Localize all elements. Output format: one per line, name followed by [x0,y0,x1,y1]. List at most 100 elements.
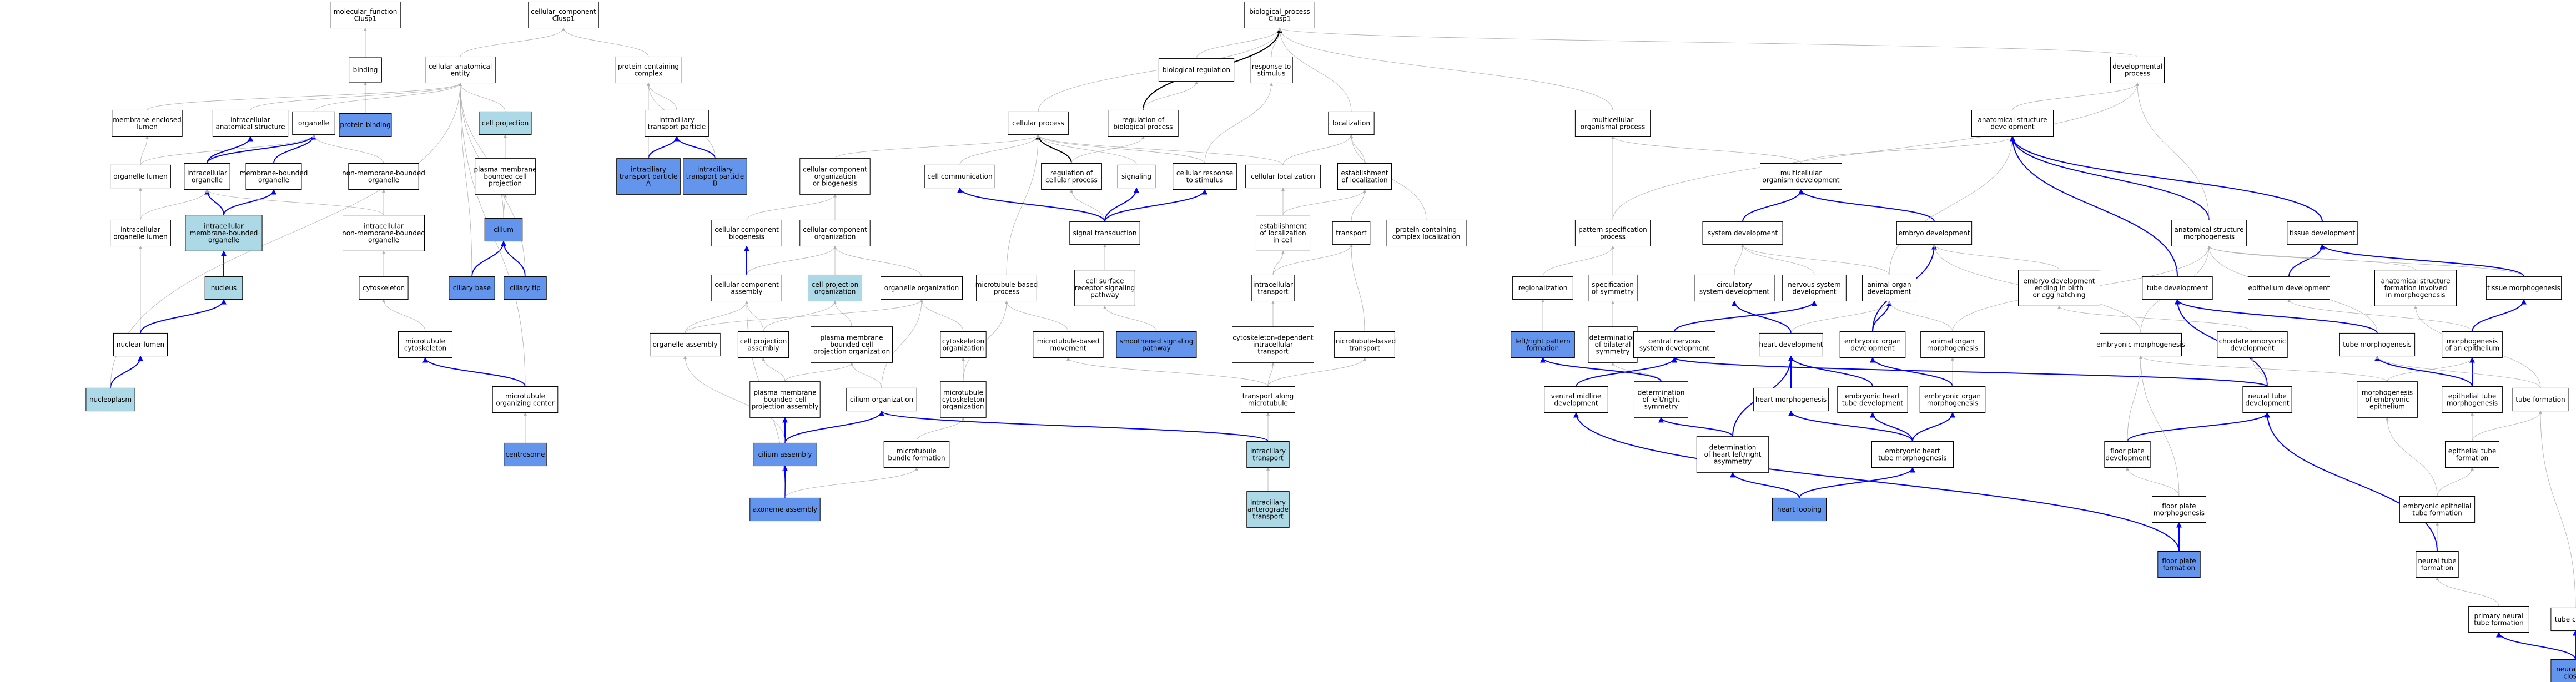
is-a-edge-highlight [207,135,253,164]
term-node-org-assembly: organelle assembly [650,332,721,357]
term-label-line: ciliary base [453,284,491,292]
term-label-line: microtubule [405,337,445,345]
term-label-line: embryo development [2023,277,2095,285]
term-box [449,276,495,300]
is-a-edge [1350,244,1365,332]
term-label-line: or biogenesis [813,180,857,188]
term-label-line: transport [1252,454,1284,462]
term-box [1033,331,1104,358]
term-label-line: cellular process [1045,176,1098,184]
term-label-line: intracellular [230,116,270,124]
term-box [1837,386,1908,413]
term-box [1759,332,1823,357]
term-label-line: anatomical structure [2175,226,2244,234]
term-node-tube-dev: tube development [2142,276,2213,300]
term-node-emb-morph: embryonic morphogenesis [2096,332,2185,357]
term-label-line: floor plate [2110,447,2144,455]
term-label-line: organelle [208,236,239,244]
is-a-edge [2139,355,2388,382]
term-label-line: transport particle [686,173,744,180]
term-box [112,109,183,137]
term-box [2442,331,2503,358]
term-label-line: closure [2563,672,2576,680]
term-label-line: neural tube [2556,665,2576,673]
term-box [683,158,747,195]
term-label-line: intracellular [204,223,244,230]
is-a-edge [1103,305,1157,332]
term-label-line: stimulus [1257,69,1286,77]
term-box [1337,163,1392,190]
is-a-edge [1204,82,1273,164]
is-a-edge [959,134,1040,165]
term-label-line: pathway [1090,291,1119,299]
term-box [2357,381,2418,418]
term-label-line: development [2230,344,2274,352]
term-label-line: morphogenesis [1927,399,1978,407]
term-label-line: intracellular [120,226,160,234]
term-box [1753,387,1829,412]
term-box [1896,221,1973,245]
term-label-line: multicellular [1780,169,1822,177]
term-box [1574,109,1651,137]
is-a-edge-highlight [1104,189,1208,222]
term-node-heart-dev: heart development [1759,332,1823,357]
term-box [799,158,871,195]
term-node-embryo-dev: embryo development [1896,221,1973,245]
term-box [349,57,382,83]
term-box [339,113,392,137]
term-label-line: microtubule-based [975,281,1038,289]
term-box [1702,221,1783,245]
term-label-line: organelle [258,176,289,184]
term-label-line: heart morphogenesis [1755,396,1827,403]
term-label-line: asymmetry [1714,458,1752,466]
term-node-signal-trans: signal transduction [1069,221,1140,245]
term-label-line: primary neural [2474,612,2524,620]
term-label-line: nervous system [1788,281,1840,289]
term-label-line: embryonic heart [1885,447,1940,455]
term-node-sys-dev: system development [1702,221,1783,245]
term-box [479,111,532,135]
term-label-line: microtubule [897,447,937,455]
term-box [1633,381,1689,418]
term-box [749,381,821,418]
term-label-line: embryonic epithelial [2403,502,2472,510]
is-a-edge-highlight [140,299,227,334]
term-label-line: tube formation [2412,509,2462,517]
term-box [2151,496,2207,523]
term-box [753,442,817,467]
term-box [1919,386,1986,413]
is-a-edge-highlight [648,135,680,159]
is-a-edge-highlight [2320,244,2524,277]
is-a-edge-highlight [1870,412,1913,442]
term-label-line: organelle [192,176,223,184]
term-label-line: cell projection [812,281,858,289]
is-a-edge-highlight [2127,412,2270,442]
term-node-axoneme: axoneme assembly [749,497,821,522]
term-label-line: formation [1527,344,1559,352]
term-label-line: organelle [368,176,399,184]
term-box [2374,270,2457,306]
is-a-edge-highlight [501,240,526,277]
term-label-line: transport [1336,229,1367,237]
term-node-ciliary-base: ciliary base [449,276,495,300]
term-label-line: biogenesis [729,233,764,240]
term-box [2444,441,2500,468]
term-box [940,381,987,418]
is-a-edge [1143,80,1198,110]
term-node-org-org: organelle organization [880,276,963,300]
term-box [846,387,917,412]
term-label-line: projection [489,180,522,188]
is-a-edge [2539,410,2576,608]
term-label-line: development [1554,399,1598,407]
term-box [113,332,168,357]
